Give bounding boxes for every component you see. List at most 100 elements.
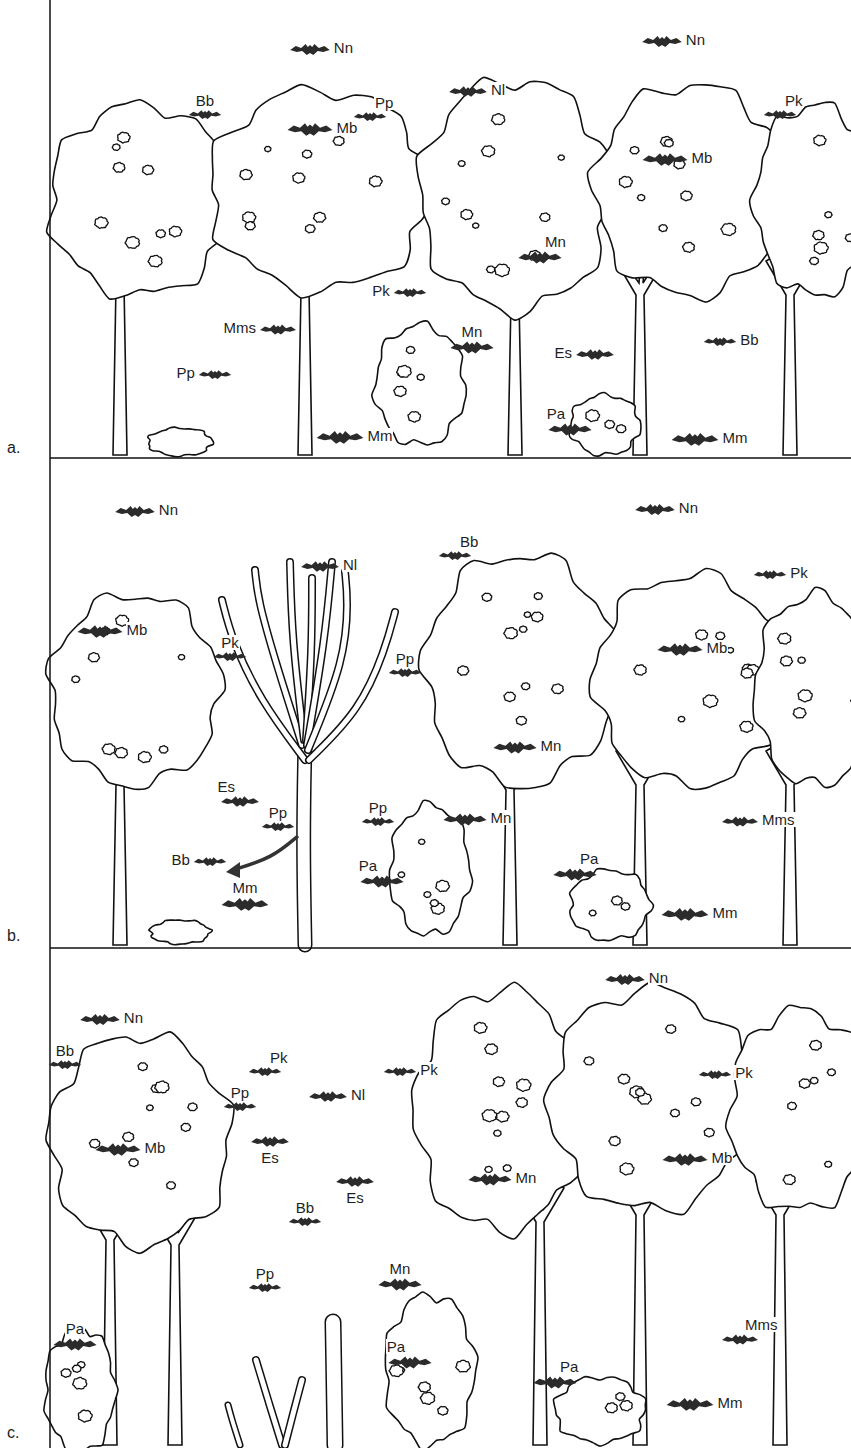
tree-crown bbox=[750, 102, 851, 297]
canopy-gap bbox=[497, 1111, 510, 1122]
species-label: Pk bbox=[269, 1050, 289, 1065]
canopy-gap bbox=[516, 1098, 528, 1107]
canopy-gap bbox=[620, 1163, 634, 1175]
canopy-gap bbox=[156, 230, 165, 238]
bat-silhouette bbox=[658, 643, 703, 655]
canopy-gap bbox=[78, 1410, 92, 1422]
species-label: Mn bbox=[490, 810, 513, 825]
canopy-gap bbox=[504, 628, 518, 639]
canopy-gap bbox=[586, 410, 600, 422]
bare-branch-outline bbox=[309, 612, 395, 760]
canopy-gap bbox=[540, 213, 550, 221]
canopy-gap bbox=[659, 225, 667, 232]
canopy-gap bbox=[181, 1123, 191, 1131]
canopy-gap bbox=[442, 198, 450, 205]
bat-silhouette bbox=[96, 1143, 141, 1155]
canopy-gap bbox=[605, 1403, 617, 1413]
bat-silhouette bbox=[260, 325, 296, 335]
canopy-gap bbox=[740, 721, 753, 732]
panel-letter: b. bbox=[6, 928, 21, 944]
bat-silhouette bbox=[722, 1335, 758, 1345]
species-label: Nl bbox=[350, 1087, 366, 1102]
species-label: Mm bbox=[716, 1395, 743, 1410]
canopy-gap bbox=[481, 146, 494, 157]
bat-silhouette bbox=[605, 974, 645, 985]
canopy-gap bbox=[799, 1079, 810, 1088]
forest-drawing bbox=[44, 77, 851, 1448]
species-label: Pk bbox=[419, 1062, 439, 1077]
bat-silhouette bbox=[468, 1174, 511, 1186]
canopy-gap bbox=[408, 412, 421, 423]
canopy-gap bbox=[813, 230, 824, 239]
canopy-gap bbox=[394, 386, 406, 396]
species-label: Mm bbox=[366, 428, 393, 443]
canopy-gap bbox=[369, 176, 382, 187]
canopy-gap bbox=[824, 1161, 831, 1167]
bare-branch-outline bbox=[304, 740, 305, 945]
bat-silhouette bbox=[533, 1377, 576, 1389]
canopy-gap bbox=[430, 900, 438, 907]
canopy-gap bbox=[678, 716, 685, 722]
bat-silhouette bbox=[336, 1176, 374, 1186]
canopy-gap bbox=[302, 150, 311, 158]
species-label: Nn bbox=[648, 970, 669, 985]
species-label: Nl bbox=[490, 82, 506, 97]
species-label: Pp bbox=[368, 800, 388, 815]
species-label: Nn bbox=[158, 502, 179, 517]
canopy-gap bbox=[670, 1109, 679, 1117]
canopy-gap bbox=[630, 147, 639, 154]
species-label: Pa bbox=[559, 1359, 579, 1374]
canopy-gap bbox=[814, 135, 826, 146]
canopy-gap bbox=[123, 1132, 134, 1141]
bat-silhouette bbox=[443, 814, 486, 826]
panel-divider bbox=[50, 947, 851, 949]
bat-silhouette bbox=[553, 869, 596, 881]
bat-silhouette bbox=[189, 110, 221, 119]
canopy-gap bbox=[438, 1406, 448, 1415]
canopy-gap bbox=[159, 746, 168, 753]
species-label: Mb bbox=[144, 1140, 167, 1155]
canopy-gap bbox=[143, 165, 154, 175]
bat-silhouette bbox=[317, 431, 364, 444]
canopy-gap bbox=[482, 1110, 497, 1122]
canopy-gap bbox=[503, 1165, 511, 1172]
canopy-gap bbox=[616, 425, 626, 433]
canopy-gap bbox=[406, 346, 415, 353]
canopy-gap bbox=[798, 657, 806, 663]
canopy-gap bbox=[461, 209, 473, 219]
canopy-gap bbox=[681, 191, 692, 201]
canopy-gap bbox=[398, 872, 405, 878]
species-label: Es bbox=[216, 779, 236, 794]
bat-silhouette bbox=[394, 288, 426, 297]
tree-crown bbox=[44, 1326, 118, 1448]
bat-silhouette bbox=[643, 153, 688, 165]
bare-branch bbox=[228, 1405, 240, 1445]
canopy-gap bbox=[845, 234, 851, 242]
canopy-gap bbox=[95, 217, 109, 228]
canopy-gap bbox=[102, 744, 115, 755]
species-label: Pk bbox=[371, 283, 391, 298]
tree-crown bbox=[212, 85, 436, 298]
canopy-gap bbox=[660, 136, 672, 146]
species-label: Es bbox=[260, 1150, 280, 1165]
bat-silhouette bbox=[251, 1136, 289, 1146]
bat-silhouette bbox=[518, 252, 561, 264]
bat-silhouette bbox=[115, 506, 155, 517]
canopy-gap bbox=[814, 242, 828, 254]
canopy-gap bbox=[167, 1182, 176, 1190]
species-label: Es bbox=[554, 345, 574, 360]
canopy-gap bbox=[605, 420, 615, 428]
bare-branch-outline bbox=[290, 562, 304, 740]
species-label: Mn bbox=[515, 1170, 538, 1185]
bare-branch-outline bbox=[256, 1360, 282, 1445]
tree-crown bbox=[47, 100, 237, 299]
bat-silhouette bbox=[309, 1091, 347, 1101]
species-label: Pp bbox=[255, 1266, 275, 1281]
canopy-gap bbox=[793, 708, 806, 718]
species-label: Mb bbox=[691, 150, 714, 165]
canopy-gap bbox=[704, 1128, 714, 1137]
bat-silhouette bbox=[288, 123, 333, 135]
bat-silhouette bbox=[362, 817, 394, 826]
canopy-gap bbox=[419, 839, 425, 844]
